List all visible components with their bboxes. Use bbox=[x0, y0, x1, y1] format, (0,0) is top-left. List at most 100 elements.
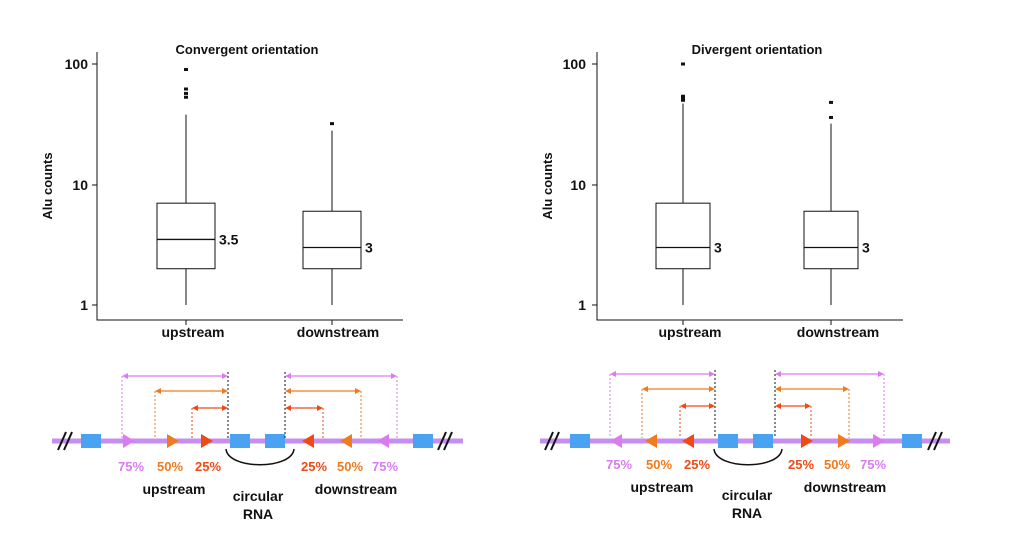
exon-box bbox=[753, 434, 773, 448]
span-arrow-75-upstream bbox=[610, 371, 715, 377]
axes-divergent bbox=[596, 52, 903, 321]
outlier-point bbox=[184, 95, 188, 99]
outlier-point bbox=[184, 68, 188, 72]
exon-box bbox=[230, 434, 250, 448]
alu-arrow-50-upstream bbox=[167, 434, 179, 448]
exon-box bbox=[81, 434, 101, 448]
x-label-upstream: upstream bbox=[161, 324, 224, 340]
pct-label-75-downstream: 75% bbox=[372, 459, 398, 474]
pct-label-75-upstream: 75% bbox=[118, 459, 144, 474]
outlier-point bbox=[829, 115, 833, 119]
boxes-convergent: 3.53 bbox=[156, 68, 373, 305]
exon-box bbox=[570, 434, 590, 448]
break-mark-left bbox=[57, 431, 73, 451]
exon-box bbox=[718, 434, 738, 448]
circular-rna-label-line2: RNA bbox=[732, 505, 762, 521]
median-value-label: 3 bbox=[862, 240, 870, 256]
boxplot-divergent: Divergent orientation Alu counts 100 10 … bbox=[540, 42, 903, 340]
break-mark-left bbox=[544, 431, 560, 451]
outlier-point bbox=[330, 122, 334, 126]
outlier-point bbox=[681, 96, 685, 100]
alu-arrow-75-downstream bbox=[873, 434, 885, 448]
axes-convergent bbox=[96, 52, 403, 321]
pct-label-50-upstream: 50% bbox=[157, 459, 183, 474]
exon-box bbox=[902, 434, 922, 448]
span-arrow-75-downstream bbox=[775, 371, 884, 377]
chart-title-convergent: Convergent orientation bbox=[175, 42, 318, 57]
outlier-point bbox=[681, 62, 685, 66]
span-arrow-75-upstream bbox=[122, 373, 228, 379]
span-arrow-50-upstream bbox=[155, 388, 228, 394]
alu-arrow-75-upstream bbox=[123, 434, 135, 448]
upstream-label: upstream bbox=[142, 481, 205, 497]
span-arrow-50-downstream bbox=[285, 388, 361, 394]
pct-label-75-upstream: 75% bbox=[606, 457, 632, 472]
span-arrow-75-downstream bbox=[285, 373, 397, 379]
downstream-label: downstream bbox=[315, 481, 397, 497]
alu-arrow-25-upstream bbox=[201, 434, 213, 448]
y-tick-label-100: 100 bbox=[65, 56, 89, 72]
circular-rna-label-line1: circular bbox=[233, 488, 284, 504]
y-axis-label-divergent: Alu counts bbox=[540, 152, 555, 219]
alu-arrow-75-upstream bbox=[610, 434, 622, 448]
pct-label-25-upstream: 25% bbox=[195, 459, 221, 474]
outlier-point bbox=[681, 98, 685, 102]
span-arrow-25-downstream bbox=[775, 403, 811, 409]
y-tick-label-100: 100 bbox=[563, 56, 587, 72]
boxplot-convergent: Convergent orientation Alu counts 100 10… bbox=[40, 42, 403, 340]
iqr-box bbox=[803, 210, 859, 270]
diagram-divergent: 75% 50% 25% 25% 50% 75% upstream downstr… bbox=[540, 370, 950, 521]
circular-rna-label-line1: circular bbox=[722, 487, 773, 503]
circular-rna-arc bbox=[713, 448, 783, 466]
x-label-upstream: upstream bbox=[658, 324, 721, 340]
span-arrow-50-upstream bbox=[642, 386, 715, 392]
y-tick-label-1: 1 bbox=[80, 297, 88, 313]
exon-box bbox=[265, 434, 285, 448]
alu-arrow-25-upstream bbox=[682, 434, 694, 448]
chart-title-divergent: Divergent orientation bbox=[692, 42, 823, 57]
pct-label-50-upstream: 50% bbox=[646, 457, 672, 472]
iqr-box bbox=[655, 202, 711, 270]
iqr-box bbox=[156, 202, 216, 270]
y-tick-label-10: 10 bbox=[570, 177, 586, 193]
outlier-point bbox=[681, 94, 685, 98]
alu-arrow-75-downstream bbox=[377, 434, 389, 448]
downstream-label: downstream bbox=[804, 479, 886, 495]
diagram-convergent: 75% 50% 25% 25% 50% 75% upstream downstr… bbox=[52, 372, 463, 522]
pct-label-50-downstream: 50% bbox=[337, 459, 363, 474]
upstream-label: upstream bbox=[630, 479, 693, 495]
y-tick-label-10: 10 bbox=[72, 177, 88, 193]
span-arrow-50-downstream bbox=[775, 386, 849, 392]
plot-area-convergent: 100 10 1 upstream downstream 3.53 bbox=[65, 52, 403, 340]
x-label-downstream: downstream bbox=[297, 324, 379, 340]
pct-label-25-upstream: 25% bbox=[684, 457, 710, 472]
x-label-downstream: downstream bbox=[797, 324, 879, 340]
iqr-box bbox=[302, 210, 362, 270]
circular-rna-label-line2: RNA bbox=[243, 506, 273, 522]
y-tick-label-1: 1 bbox=[578, 297, 586, 313]
circular-rna-arc bbox=[225, 448, 295, 466]
median-value-label: 3 bbox=[714, 240, 722, 256]
median-value-label: 3.5 bbox=[219, 231, 239, 247]
alu-arrow-50-downstream bbox=[838, 434, 850, 448]
pct-label-50-downstream: 50% bbox=[824, 457, 850, 472]
outlier-point bbox=[184, 91, 188, 95]
alu-arrow-50-downstream bbox=[340, 434, 352, 448]
alu-arrow-25-downstream bbox=[801, 434, 813, 448]
outlier-point bbox=[829, 100, 833, 104]
median-value-label: 3 bbox=[365, 240, 373, 256]
pct-label-25-downstream: 25% bbox=[788, 457, 814, 472]
span-arrow-25-downstream bbox=[285, 405, 323, 411]
exon-box bbox=[413, 434, 433, 448]
span-arrow-25-upstream bbox=[192, 405, 228, 411]
y-axis-label-convergent: Alu counts bbox=[40, 152, 55, 219]
break-mark-right bbox=[437, 431, 453, 451]
alu-arrow-50-upstream bbox=[645, 434, 657, 448]
pct-label-75-downstream: 75% bbox=[860, 457, 886, 472]
pct-label-25-downstream: 25% bbox=[301, 459, 327, 474]
span-arrow-25-upstream bbox=[680, 403, 715, 409]
outlier-point bbox=[184, 87, 188, 91]
